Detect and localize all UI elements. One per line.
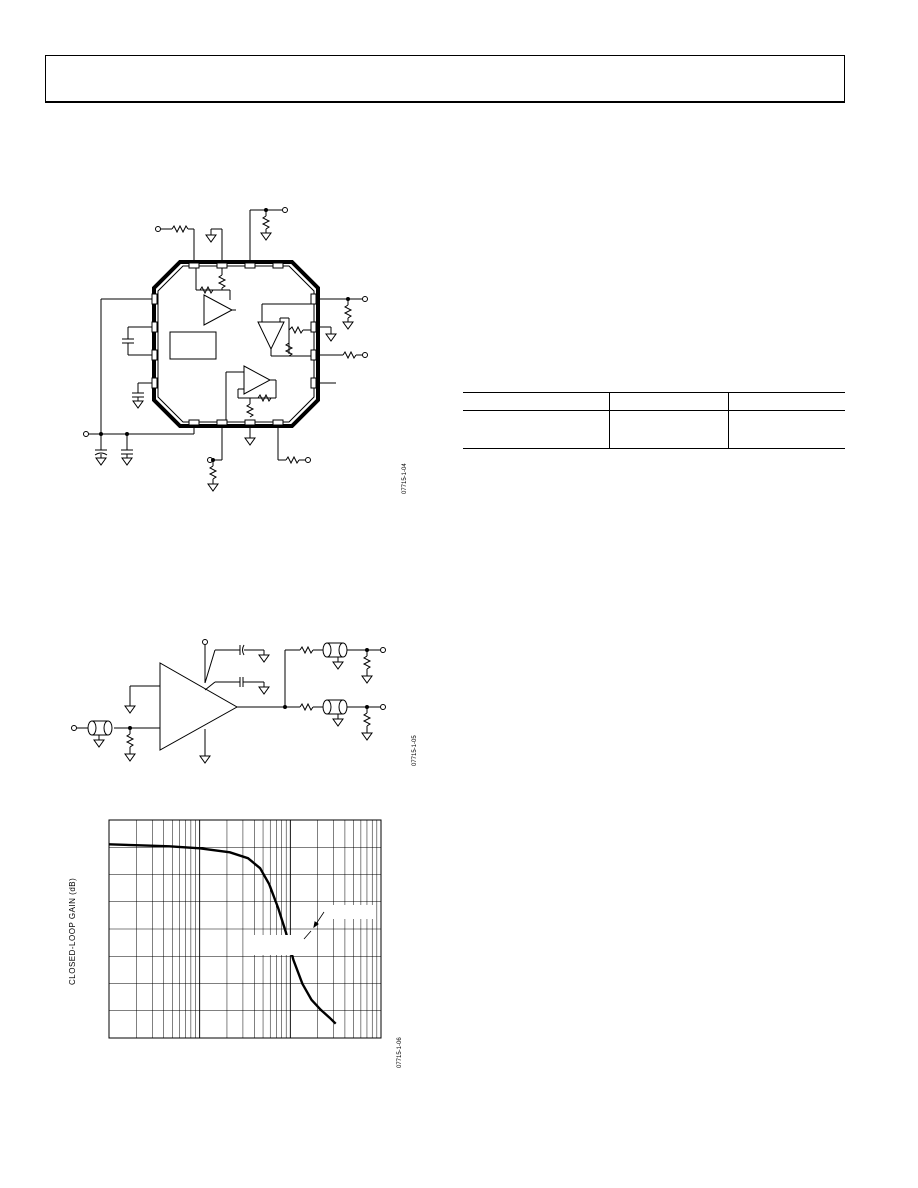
table-column-divider [609, 392, 610, 449]
annotation-box-left [254, 935, 304, 955]
frequency-response-chart [108, 819, 382, 1039]
table-top-rule [463, 392, 845, 393]
chart-series-line [108, 843, 337, 1025]
figure-1-id: 07715-1-04 [402, 463, 408, 494]
annotation-leader [303, 930, 312, 940]
chart-annotations [254, 905, 376, 955]
table-column-divider [728, 392, 729, 449]
test-circuit-schematic [71, 639, 386, 764]
figure-3-id: 07715-1-06 [397, 1037, 403, 1068]
page-header-frame [45, 55, 845, 103]
table-header-rule [463, 410, 845, 411]
chart-grid [108, 819, 382, 1039]
table-bottom-rule [463, 448, 845, 449]
chart-y-axis-label: CLOSED-LOOP GAIN (dB) [68, 877, 77, 985]
annotation-box-right [326, 905, 376, 919]
evaluation-board-schematic [83, 207, 368, 492]
figure-2-id: 07715-1-05 [412, 735, 418, 766]
annotation-arrowhead [313, 921, 319, 929]
specification-table [463, 392, 845, 449]
